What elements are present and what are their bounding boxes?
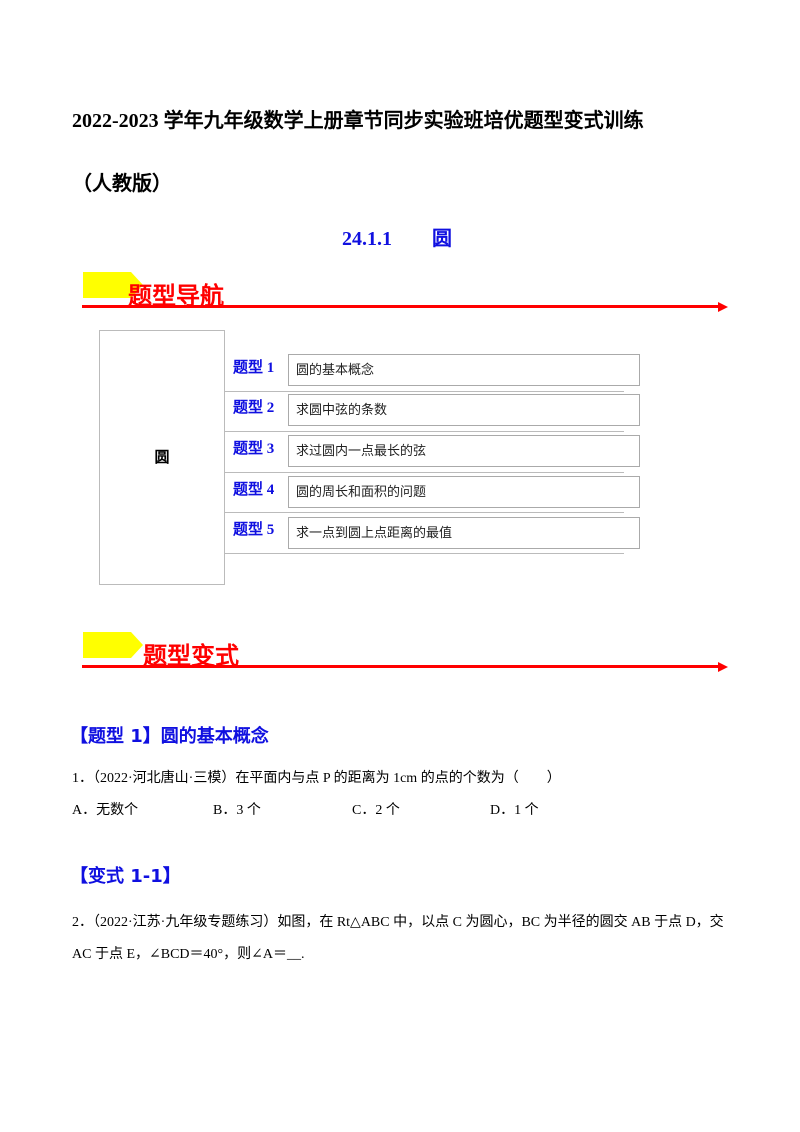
row-divider [224,431,624,432]
type1-heading: 【题型 1】圆的基本概念 [70,726,269,747]
divider-line [82,665,720,668]
nav-item-text: 求一点到圆上点距离的最值 [288,517,640,549]
row-divider [224,472,624,473]
option-c: C．2 个 [352,803,400,818]
nav-item-text: 圆的基本概念 [288,354,640,386]
question-2-line1: 2．（2022·江苏·九年级专题练习）如图，在 Rt△ABC 中，以点 C 为圆… [72,915,724,930]
arrowhead-icon [718,662,728,672]
row-divider [224,391,624,392]
row-divider [224,553,624,554]
section-title: 24.1.1 圆 [342,228,452,250]
banner-arrow-icon [83,632,143,658]
banner-arrow-icon [83,272,143,298]
option-a: A．无数个 [72,803,139,818]
option-d: D．1 个 [490,803,539,818]
nav-item-text: 圆的周长和面积的问题 [288,476,640,508]
option-b: B．3 个 [213,803,261,818]
question-2-line2: AC 于点 E，∠BCD＝40°，则∠A＝__. [72,947,305,962]
divider-line [82,305,720,308]
nav-item-label: 题型 1 [233,360,275,376]
doc-title: 2022-2023 学年九年级数学上册章节同步实验班培优题型变式训练 [72,110,644,132]
doc-subtitle: （人教版） [72,173,172,195]
nav-item-label: 题型 4 [233,482,275,498]
nav-item-label: 题型 2 [233,400,275,416]
nav-item-label: 题型 3 [233,441,275,457]
question-1: 1．（2022·河北唐山·三模）在平面内与点 P 的距离为 1cm 的点的个数为… [72,771,561,786]
arrowhead-icon [718,302,728,312]
row-divider [224,512,624,513]
nav-item-text: 求圆中弦的条数 [288,394,640,426]
variant-heading: 【变式 1-1】 [70,866,181,887]
nav-item-label: 题型 5 [233,522,275,538]
nav-root-label: 圆 [154,448,170,466]
nav-root-box: 圆 [99,330,225,585]
nav-item-text: 求过圆内一点最长的弦 [288,435,640,467]
